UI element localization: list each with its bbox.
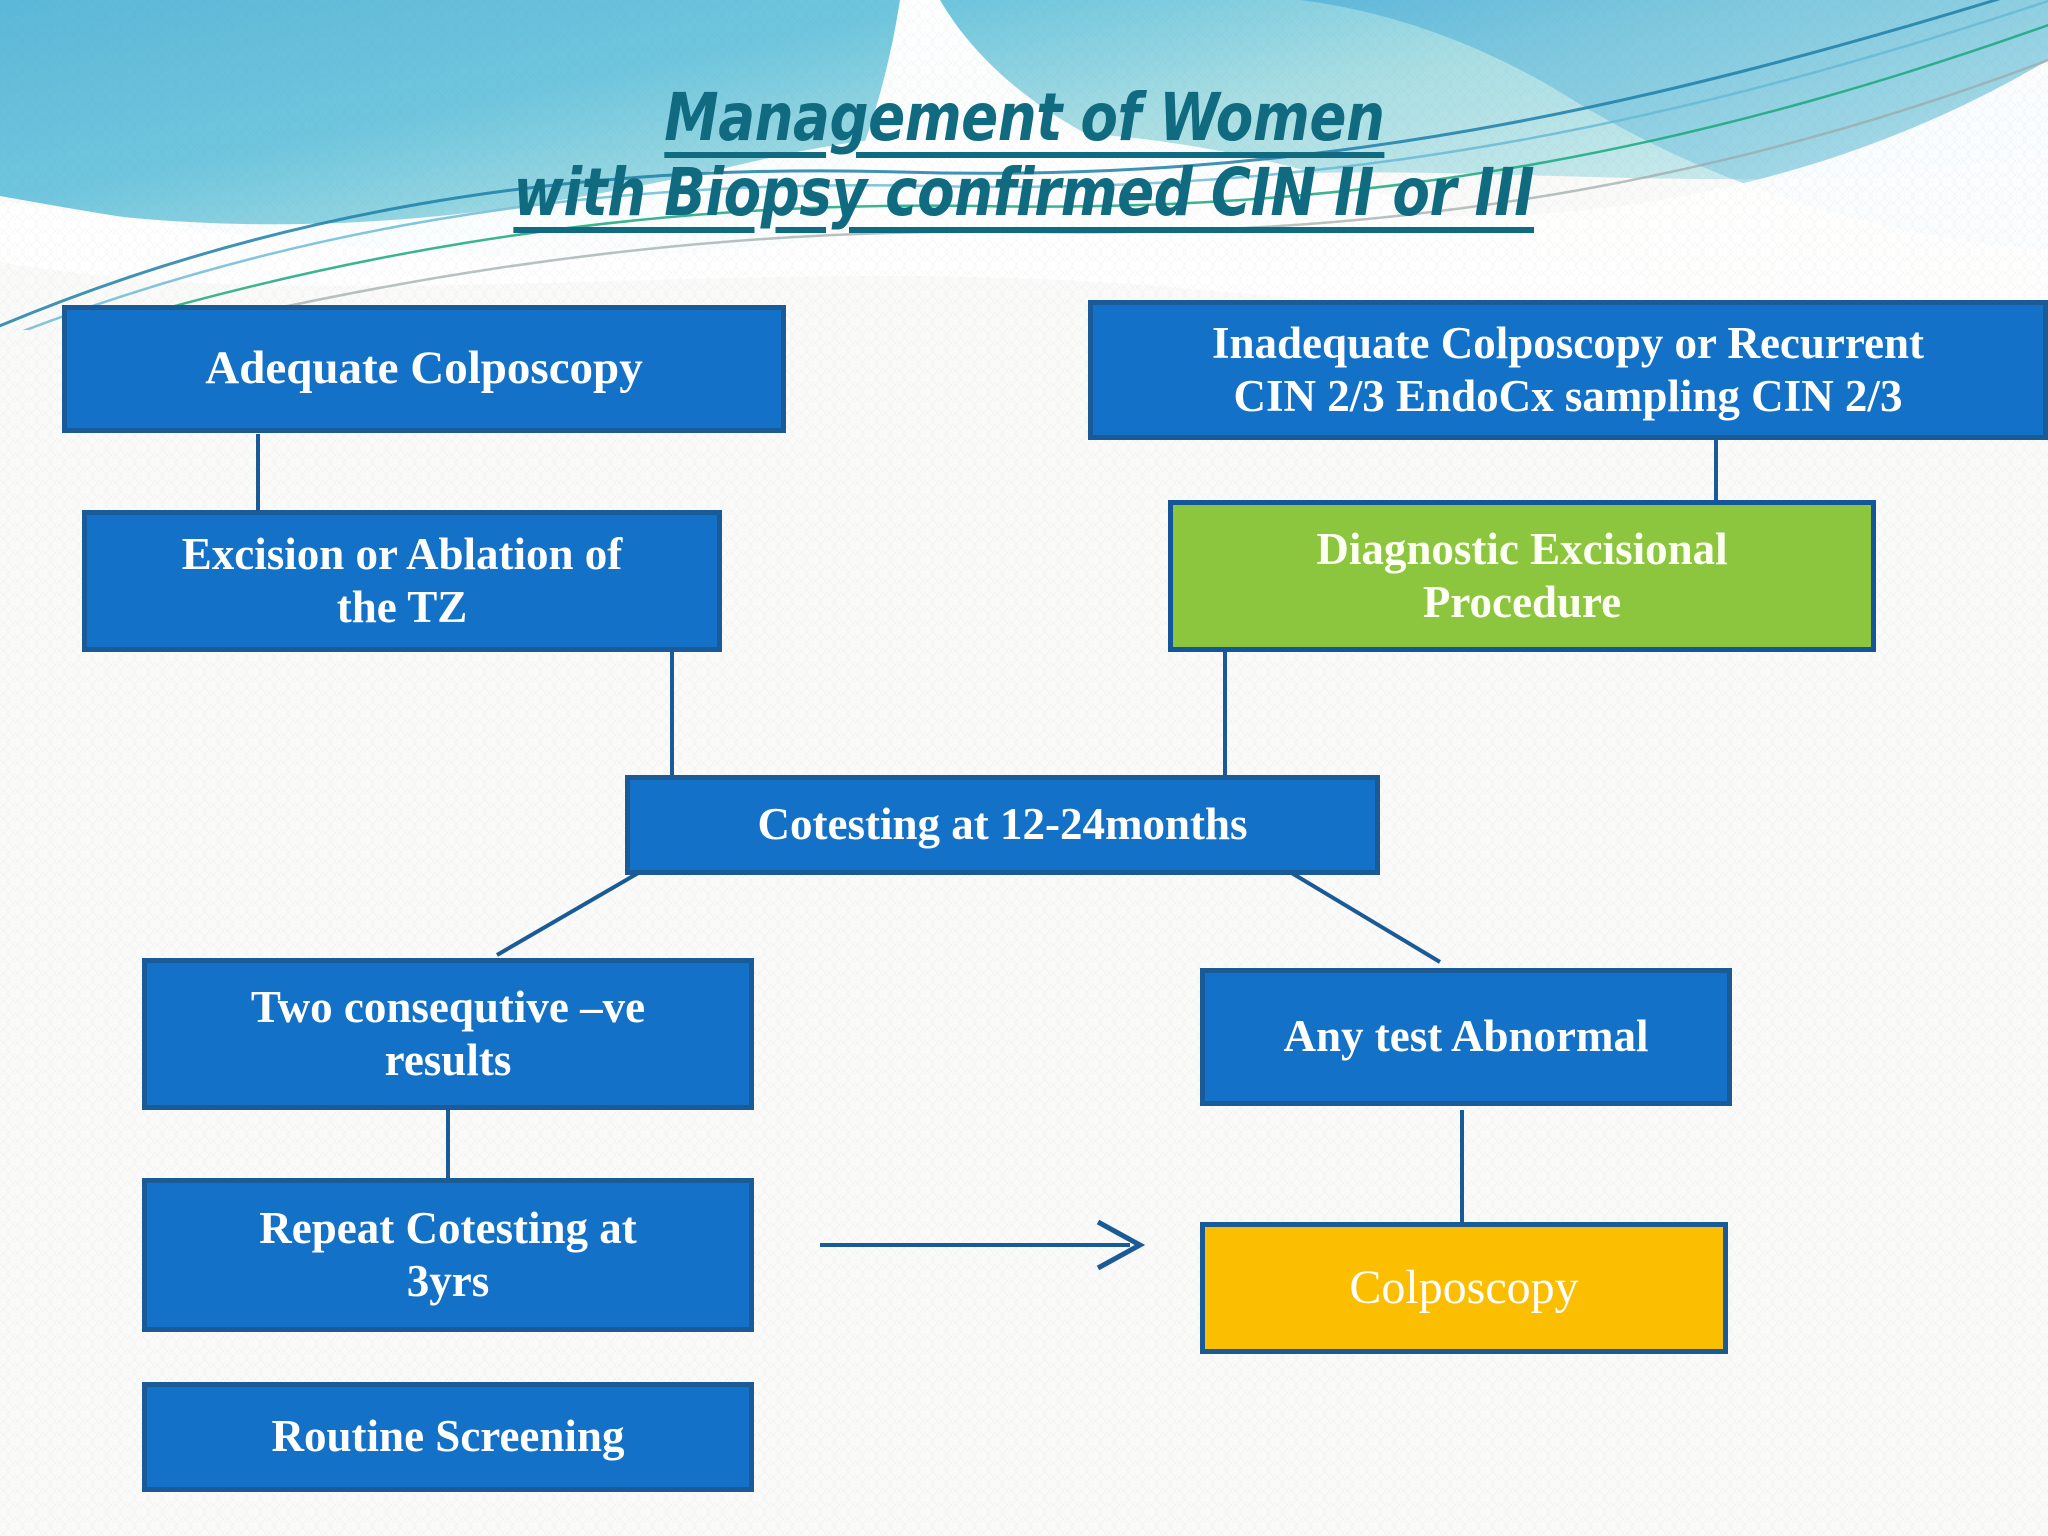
node-label: Colposcopy bbox=[1349, 1260, 1579, 1314]
node-label-line-1: Excision or Ablation of bbox=[181, 528, 623, 579]
node-repeat-cotesting[interactable]: Repeat Cotesting at 3yrs bbox=[142, 1178, 754, 1332]
node-label: Adequate Colposcopy bbox=[205, 342, 643, 395]
page-title: Management of Women with Biopsy confirme… bbox=[0, 79, 2048, 232]
node-label-line-2: CIN 2/3 EndoCx sampling CIN 2/3 bbox=[1233, 371, 1903, 421]
arrowhead-icon bbox=[1096, 1219, 1146, 1271]
node-excision-ablation[interactable]: Excision or Ablation of the TZ bbox=[82, 510, 722, 652]
node-label-line-2: the TZ bbox=[336, 582, 468, 632]
node-label-line-1: Two consequtive –ve bbox=[250, 981, 646, 1032]
node-label-line-2: 3yrs bbox=[406, 1256, 490, 1306]
node-adequate-colposcopy[interactable]: Adequate Colposcopy bbox=[62, 305, 786, 433]
node-label: Routine Screening bbox=[271, 1411, 625, 1462]
node-label-line-2: Procedure bbox=[1422, 577, 1622, 627]
node-inadequate-colposcopy[interactable]: Inadequate Colposcopy or Recurrent CIN 2… bbox=[1088, 300, 2048, 440]
node-colposcopy[interactable]: Colposcopy bbox=[1200, 1222, 1728, 1354]
node-cotesting[interactable]: Cotesting at 12-24months bbox=[625, 775, 1380, 875]
node-label-line-1: Diagnostic Excisional bbox=[1316, 523, 1728, 574]
node-label-line-2: results bbox=[384, 1035, 512, 1085]
node-diagnostic-excisional[interactable]: Diagnostic Excisional Procedure bbox=[1168, 500, 1876, 652]
node-routine-screening[interactable]: Routine Screening bbox=[142, 1382, 754, 1492]
node-any-test-abnormal[interactable]: Any test Abnormal bbox=[1200, 968, 1732, 1106]
title-line-2: with Biopsy confirmed CIN II or III bbox=[513, 154, 1535, 232]
node-label: Any test Abnormal bbox=[1283, 1011, 1649, 1062]
node-label-line-1: Repeat Cotesting at bbox=[259, 1202, 637, 1253]
edge-cotesting-to-two-negative bbox=[495, 870, 642, 957]
node-two-negative-results[interactable]: Two consequtive –ve results bbox=[142, 958, 754, 1110]
node-label-line-1: Inadequate Colposcopy or Recurrent bbox=[1211, 317, 1925, 368]
title-line-1: Management of Women bbox=[663, 79, 1385, 156]
node-label: Cotesting at 12-24months bbox=[757, 799, 1248, 850]
edge-cotesting-to-any-abnormal bbox=[1288, 870, 1442, 964]
